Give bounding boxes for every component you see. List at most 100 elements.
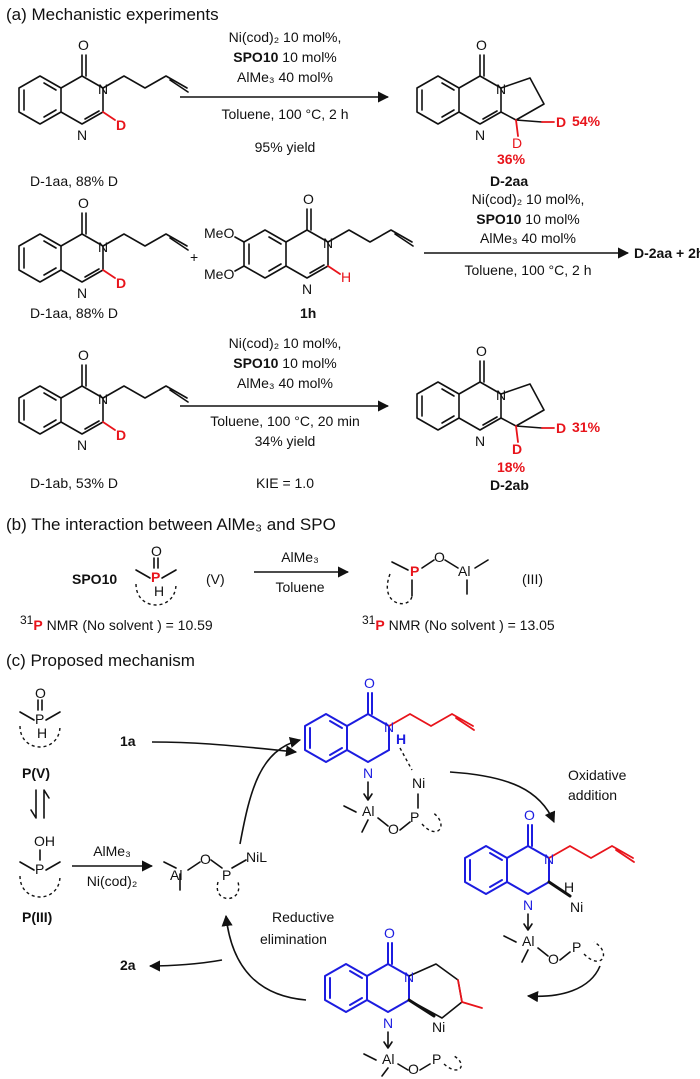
plus-sign: +	[190, 249, 198, 265]
al-label: Al	[382, 1051, 394, 1067]
d-2aa-structure: D D O N N	[416, 37, 566, 151]
ni-label: Ni	[570, 899, 583, 915]
p-atom-pv: P	[151, 569, 160, 585]
n-label-2: N	[77, 437, 87, 453]
spo-solvent: Toluene	[275, 579, 324, 595]
nmr-right: 31P NMR (No solvent ) = 13.05	[362, 613, 555, 633]
spo-reagent: AlMe₃	[281, 549, 319, 565]
d-label-ring: D	[512, 441, 522, 457]
n-label: N	[404, 969, 414, 985]
p-label: P	[432, 1051, 441, 1067]
n-label-2: N	[302, 281, 312, 297]
al-label: Al	[522, 933, 534, 949]
d-pct-b-2: 18%	[497, 459, 526, 475]
oxidative-2: addition	[568, 787, 617, 803]
section-b-title: (b) The interaction between AlMe₃ and SP…	[6, 515, 336, 534]
spo-pv-structure: O P H	[135, 543, 177, 606]
equilibrium-arrows	[30, 789, 50, 819]
exp1-product-label: D-2aa	[490, 173, 528, 189]
p-label: P	[35, 861, 44, 877]
exp1-cond-3: AlMe₃ 40 mol%	[237, 69, 333, 85]
substrate-1a: 1a	[120, 733, 136, 749]
piii-label: P(III)	[22, 909, 52, 925]
o-label: O	[78, 195, 89, 211]
d-1aa-structure: O N N D	[18, 37, 189, 143]
migratory-arrow	[526, 965, 601, 1003]
d-label: D	[116, 427, 126, 443]
kie-value: KIE = 1.0	[256, 475, 314, 491]
n-label: N	[544, 851, 554, 867]
al-label: Al	[362, 803, 374, 819]
h-label: H	[564, 879, 574, 895]
p-label: P	[222, 867, 231, 883]
n-label-2: N	[383, 1015, 393, 1031]
d-1aa-structure-2: O N N D	[18, 195, 189, 301]
o-label: O	[548, 951, 559, 967]
reductive-1: Reductive	[272, 909, 334, 925]
h-label: H	[341, 269, 351, 285]
exp3-product-label: D-2ab	[490, 477, 529, 493]
oxidative-arrow	[449, 771, 556, 824]
carbonyl-o-label: O	[78, 37, 89, 53]
product-out-arrow	[148, 959, 223, 972]
n-label-2: N	[523, 897, 533, 913]
spo10-label: SPO10	[72, 571, 117, 587]
n-label: N	[384, 719, 394, 735]
product-2a: 2a	[120, 957, 136, 973]
o-label: O	[35, 685, 46, 701]
exp3-cond-3: AlMe₃ 40 mol%	[237, 375, 333, 391]
p-label: P	[572, 939, 581, 955]
n3-label: N	[98, 81, 108, 97]
d-2ab-structure: D D O N N	[416, 343, 566, 457]
o-label: O	[408, 1061, 419, 1077]
o-label: O	[476, 37, 487, 53]
section-c-title: (c) Proposed mechanism	[6, 651, 195, 670]
pv-structure: O P H	[19, 685, 61, 748]
exp1-cond-1: Ni(cod)₂ 10 mol%,	[229, 29, 342, 45]
al-label: Al	[170, 867, 182, 883]
exp2-sm-label: D-1aa, 88% D	[30, 305, 118, 321]
pv-label: P(V)	[22, 765, 50, 781]
n1-label: N	[77, 127, 87, 143]
n-label: N	[98, 391, 108, 407]
n-label: N	[496, 81, 506, 97]
substrate-in-arrow	[151, 741, 298, 757]
ni-label: Ni	[412, 775, 425, 791]
meo-label-1: MeO	[204, 225, 234, 241]
meo-label-2: MeO	[204, 266, 234, 282]
n-label-2: N	[77, 285, 87, 301]
o-label: O	[78, 347, 89, 363]
reductive-2: elimination	[260, 931, 327, 947]
n-label-2: N	[363, 765, 373, 781]
mech-reagent-1: AlMe₃	[93, 843, 131, 859]
exp1-yield: 95% yield	[255, 139, 316, 155]
valence-iii: (III)	[522, 571, 543, 587]
cycle-arrow-top-left	[239, 737, 302, 845]
h-label: H	[396, 731, 406, 747]
p-atom-piii: P	[410, 563, 419, 579]
piii-structure: OH P	[19, 833, 61, 898]
section-a-title: (a) Mechanistic experiments	[6, 5, 219, 24]
exp3-cond-2: SPO10 10 mol%	[233, 355, 337, 371]
o-label: O	[364, 675, 375, 691]
n-label: N	[496, 387, 506, 403]
d-pct-b: 36%	[497, 151, 526, 167]
o-label: O	[303, 191, 314, 207]
intermediate-3: O N N Ni Al O P	[324, 925, 483, 1077]
n-label: N	[98, 239, 108, 255]
o-label: O	[524, 807, 535, 823]
o-label: O	[388, 821, 399, 837]
d-pct-a-2: 31%	[572, 419, 601, 435]
exp2-cond-3: AlMe₃ 40 mol%	[480, 230, 576, 246]
exp3-sm-label: D-1ab, 53% D	[30, 475, 118, 491]
p-label: P	[410, 809, 419, 825]
o-label: O	[151, 543, 162, 559]
h-label: H	[37, 725, 47, 741]
exp2-cond-1: Ni(cod)₂ 10 mol%,	[472, 191, 585, 207]
oxidative-1: Oxidative	[568, 767, 627, 783]
exp3-cond-1: Ni(cod)₂ 10 mol%,	[229, 335, 342, 351]
d-1ab-structure: O N N D	[18, 347, 189, 453]
exp3-cond-4: Toluene, 100 °C, 20 min	[210, 413, 360, 429]
n-label: N	[323, 235, 333, 251]
